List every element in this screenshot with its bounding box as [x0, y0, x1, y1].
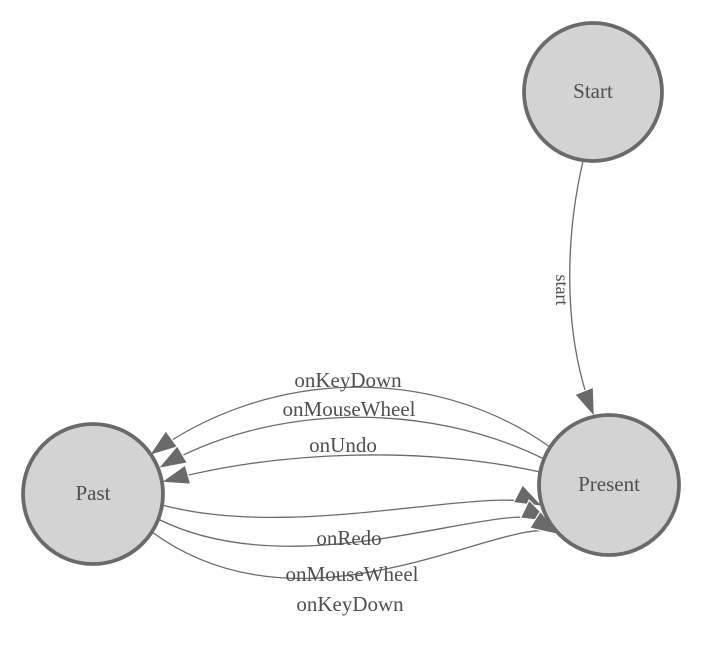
- edge-past-to-present-onredo: [161, 483, 545, 519]
- edge-group: [147, 160, 596, 580]
- edge-start-to-present: [569, 160, 596, 419]
- edge-past-to-present-onmousewheel: [157, 499, 552, 547]
- edge-present-to-past-onmousewheel: [156, 416, 545, 470]
- node-start-circle: [522, 21, 664, 163]
- edge-label-onundo: onUndo: [309, 433, 377, 457]
- edge-present-to-past-onkeydown: [147, 386, 551, 457]
- node-start: Start: [522, 21, 664, 163]
- node-start-label: Start: [573, 79, 613, 103]
- node-present: Present: [537, 413, 681, 557]
- edge-past-to-present-onkeydown: [151, 510, 561, 580]
- node-past-label: Past: [75, 481, 110, 505]
- edge-label-onredo: onRedo: [316, 526, 381, 550]
- node-past-circle: [21, 422, 165, 566]
- edge-label-onkeydown-bottom: onKeyDown: [296, 592, 404, 616]
- edge-label-start: start: [552, 275, 572, 306]
- edge-label-onmousewheel-bottom: onMouseWheel: [286, 562, 419, 586]
- node-present-circle: [537, 413, 681, 557]
- edge-label-group: start onKeyDown onMouseWheel onUndo onRe…: [283, 275, 572, 617]
- node-past: Past: [21, 422, 165, 566]
- node-present-label: Present: [578, 472, 640, 496]
- edge-label-onkeydown-top: onKeyDown: [294, 368, 402, 392]
- edge-label-onmousewheel-top: onMouseWheel: [283, 397, 416, 421]
- edge-present-to-past-onundo: [159, 454, 541, 485]
